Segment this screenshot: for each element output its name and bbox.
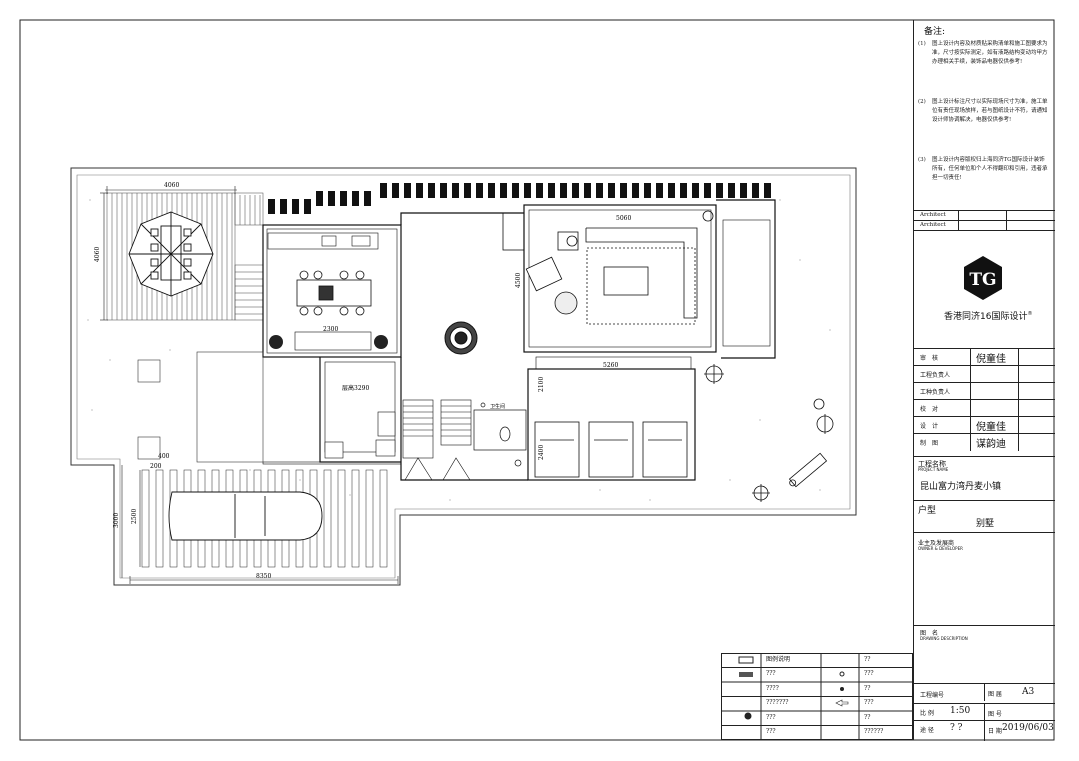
logo-area: TG 香港同济16国际设计®: [914, 230, 1055, 349]
architect-row-2: Architect: [914, 220, 1055, 231]
dim-2100: 2100: [538, 377, 545, 392]
legend-cell: ??: [864, 714, 871, 721]
legend-cell: ???: [864, 699, 874, 706]
bedroom-furniture: [534, 421, 688, 478]
kitchen-counter: [267, 232, 379, 351]
company-name: 香港同济16国际设计®: [944, 311, 1033, 322]
dim-2500: 2500: [131, 509, 138, 524]
dim-line-left: [100, 192, 108, 321]
wood-deck: [106, 192, 264, 321]
company-logo-icon: TG: [964, 256, 1002, 300]
porch-blocks: [137, 351, 264, 463]
legend-cell: ????: [766, 685, 779, 692]
stepping-stones: [268, 183, 771, 214]
staff-row: 审 核倪童佳: [914, 348, 1055, 366]
type-value: 别墅: [976, 519, 995, 529]
owner-section: 业主及发展商 OWNER & DEVELOPER: [914, 532, 1055, 626]
legend-cell: ???: [766, 728, 776, 735]
legend-cell: ???: [864, 670, 874, 677]
notes-heading: 备注:: [924, 27, 946, 37]
stairs: [402, 399, 472, 481]
house-walls: [262, 199, 776, 481]
garden-lights: [566, 210, 834, 502]
staff-row: 工程负责人: [914, 365, 1055, 383]
legend-cell: ???????: [766, 699, 789, 706]
date-row: 途 径 ? ? 日 期 2019/06/03: [914, 720, 1055, 741]
architect-row-1: Architect: [914, 210, 1055, 221]
legend-cell: ???: [766, 714, 776, 721]
ceiling-label: 层高3290: [342, 384, 369, 392]
note-2: (2)图上设计标注尺寸以实际现场尺寸为准，施工单位有责任现场放样，若与图纸设计不…: [918, 99, 1048, 123]
bathroom-fixtures: [473, 402, 527, 467]
dim-200: 200: [150, 463, 162, 470]
legend-cell: ??: [864, 685, 871, 692]
garage-dims: [121, 465, 399, 584]
bath-label: 卫生间: [490, 403, 505, 410]
title-block: 备注: (1)图上设计内容及材质贴采购清单和施工图要求为准，尺寸按实际测定，如有…: [913, 20, 1055, 741]
dim-line-top: [105, 186, 237, 194]
staff-row: 制 图谋韵迪: [914, 433, 1055, 451]
date-value: 2019/06/03: [1002, 723, 1054, 733]
atrium-tree: [444, 321, 478, 355]
legend-cell: ???: [766, 670, 776, 677]
staff-row: 校 对: [914, 399, 1055, 417]
column: [502, 212, 525, 251]
plant-pot-left: [269, 335, 283, 349]
dim-3000: 3000: [113, 513, 120, 528]
dim-400: 400: [158, 453, 170, 460]
drawing-no-row: 工程编号 图 届 A3: [914, 683, 1055, 701]
legend-cell: 图例说明: [766, 656, 791, 663]
sheet-border: [19, 19, 1055, 741]
scale-value: 1:50: [950, 706, 971, 716]
study-room: [324, 361, 396, 459]
svg-text:TG: TG: [969, 270, 996, 290]
legend-cell: ??: [864, 656, 871, 663]
dim-2300: 2300: [323, 326, 338, 333]
living-sofa: [525, 227, 698, 325]
dim-4060-left: 4060: [94, 247, 101, 262]
project-section: 工程名称 PROJECT NAME 昆山富力湾丹麦小镇: [914, 456, 1055, 501]
type-section: 户型 别墅: [914, 500, 1055, 533]
dim-5060: 5060: [616, 215, 631, 222]
dim-4500: 4500: [515, 273, 522, 288]
legend-table: 图例说明 ?? ??? ??? ???? ?? ??????? ??? ??? …: [721, 653, 913, 740]
legend-cell: ??????: [864, 728, 884, 735]
dim-8350: 8350: [256, 573, 271, 580]
car: [168, 491, 323, 541]
dim-2400: 2400: [538, 445, 545, 460]
umbrella-table: [128, 211, 214, 297]
scale-row: 比 例 1:50 图 号: [914, 703, 1055, 721]
drawing-section: 图 名 DRAWING DESCRIPTION: [914, 625, 1055, 684]
site-boundary: [70, 167, 857, 586]
staff-row: 设 计倪童佳: [914, 416, 1055, 434]
project-name: 昆山富力湾丹麦小镇: [920, 482, 1002, 492]
note-3: (3)图上设计内容版权归上海同济TG国际设计装饰所有，任何单位和个人不得翻印和引…: [918, 157, 1048, 181]
note-1: (1)图上设计内容及材质贴采购清单和施工图要求为准，尺寸按实际测定，如有液路结构…: [918, 41, 1048, 65]
dim-5260: 5260: [603, 362, 618, 369]
legend-grid: [721, 653, 913, 740]
staff-row: 工种负责人: [914, 382, 1055, 400]
plant-pot-right: [374, 335, 388, 349]
dim-4060-top: 4060: [164, 182, 179, 189]
dining-table: [296, 270, 372, 316]
gravel-pattern: [87, 199, 831, 501]
sheet-size: A3: [1022, 687, 1035, 697]
